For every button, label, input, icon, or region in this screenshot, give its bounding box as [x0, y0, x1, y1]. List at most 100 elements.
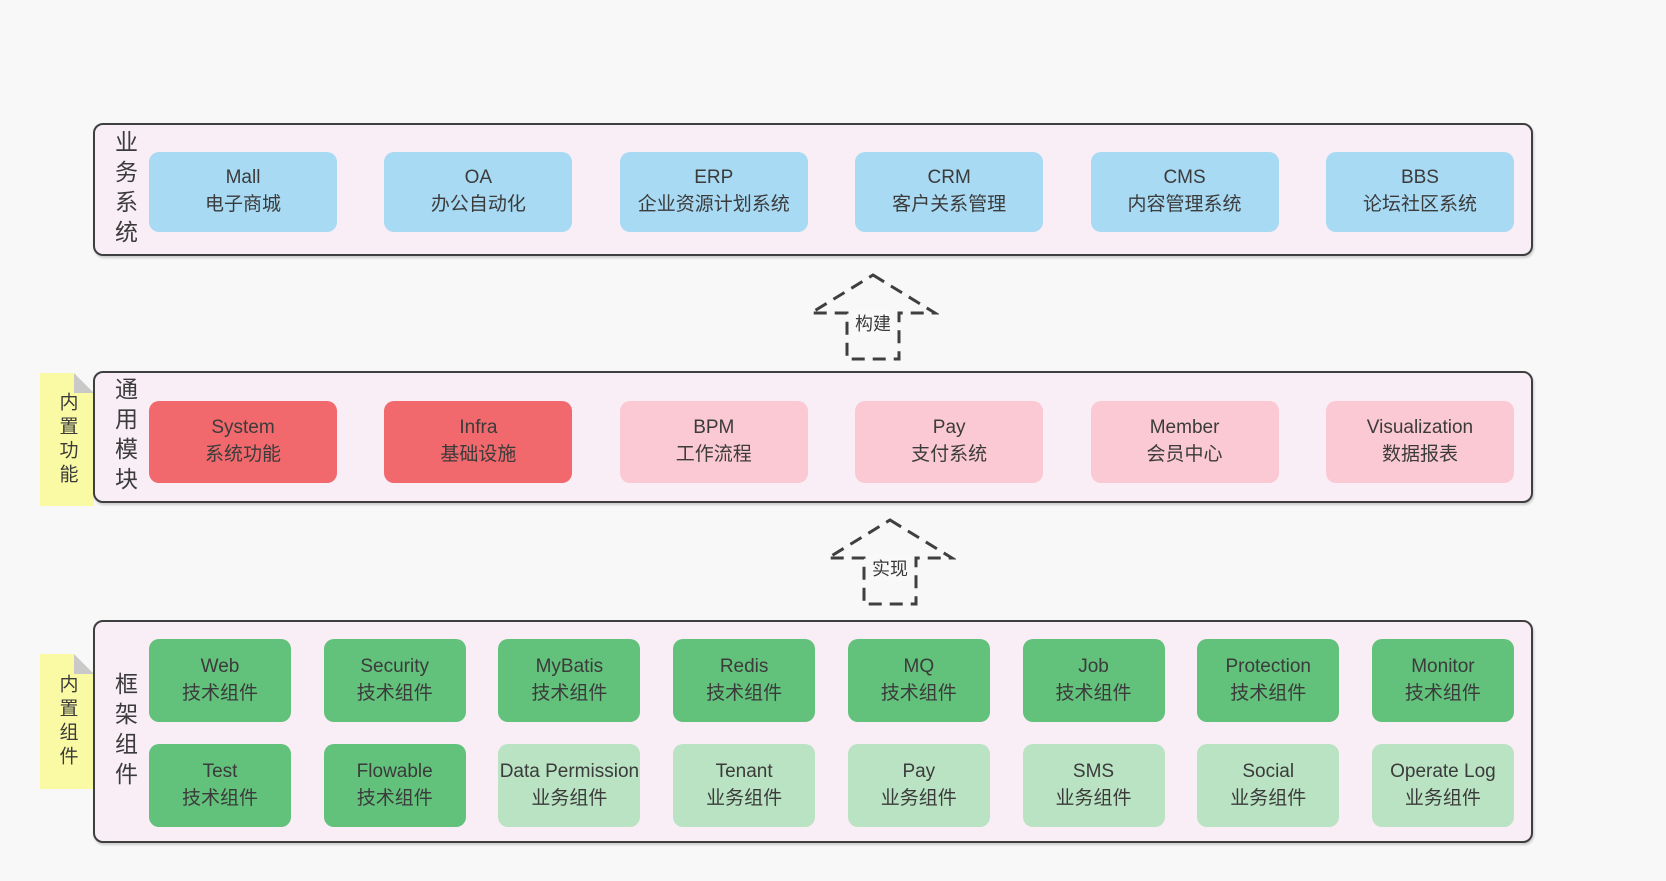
node-title: Monitor [1411, 655, 1475, 677]
node-subtitle: 技术组件 [356, 787, 433, 809]
node-subtitle: 论坛社区系统 [1362, 194, 1477, 215]
node-flowable: Flowable 技术组件 [323, 744, 466, 827]
node-oa: OA 办公自动化 [384, 152, 573, 232]
arrow-label: 构建 [853, 310, 893, 336]
node-title: BBS [1400, 167, 1439, 189]
node-subtitle: 办公自动化 [430, 194, 526, 215]
node-subtitle: 技术组件 [1404, 682, 1481, 704]
node-operate-log: Operate Log 业务组件 [1371, 744, 1514, 827]
components-row-1: Web 技术组件 Security 技术组件 MyBatis 技术组件 Redi… [149, 639, 1514, 722]
business-boxes-row: Mall 电子商城 OA 办公自动化 ERP 企业资源计划系统 CRM 客户关系… [149, 152, 1514, 232]
layer-label: 通用模块 [111, 377, 138, 497]
node-subtitle: 技术组件 [356, 682, 433, 704]
folded-corner-icon [74, 654, 94, 674]
node-title: Data Permission [499, 760, 640, 782]
node-title: Member [1149, 417, 1220, 439]
node-subtitle: 业务组件 [1055, 787, 1132, 809]
node-title: ERP [694, 167, 734, 189]
node-title: MQ [903, 655, 935, 677]
node-subtitle: 工作流程 [675, 444, 752, 465]
node-security: Security 技术组件 [323, 639, 466, 722]
node-bbs: BBS 论坛社区系统 [1325, 152, 1514, 232]
node-subtitle: 技术组件 [531, 682, 608, 704]
node-subtitle: 业务组件 [1404, 787, 1481, 809]
node-subtitle: 支付系统 [911, 444, 988, 465]
node-title: Social [1242, 760, 1295, 782]
node-cms: CMS 内容管理系统 [1090, 152, 1279, 232]
sticky-note-label: 内置功能 [56, 391, 78, 488]
node-title: CMS [1163, 167, 1206, 189]
node-system: System 系统功能 [149, 401, 337, 483]
node-pay-component: Pay 业务组件 [847, 744, 990, 827]
block-arrow-up-icon [805, 273, 941, 361]
node-title: Infra [459, 417, 498, 439]
node-subtitle: 企业资源计划系统 [637, 194, 790, 215]
node-title: MyBatis [535, 655, 604, 677]
node-protection: Protection 技术组件 [1197, 639, 1340, 722]
node-subtitle: 技术组件 [1055, 682, 1132, 704]
sticky-note-label: 内置组件 [56, 673, 78, 770]
node-test: Test 技术组件 [149, 744, 291, 827]
node-monitor: Monitor 技术组件 [1371, 639, 1514, 722]
node-title: System [211, 417, 275, 439]
node-title: BPM [693, 417, 735, 439]
node-subtitle: 系统功能 [204, 444, 281, 465]
layer-label-container: 业务系统 [103, 125, 145, 254]
node-title: OA [464, 167, 493, 189]
sticky-note-built-in-components: 内置组件 [40, 654, 94, 789]
node-subtitle: 技术组件 [181, 787, 258, 809]
node-subtitle: 业务组件 [880, 787, 957, 809]
node-title: Flowable [356, 760, 433, 782]
node-subtitle: 技术组件 [880, 682, 957, 704]
sticky-note-built-in-features: 内置功能 [40, 373, 94, 506]
node-subtitle: 业务组件 [1230, 787, 1307, 809]
node-title: CRM [927, 167, 971, 189]
node-subtitle: 内容管理系统 [1127, 194, 1242, 215]
node-pay-system: Pay 支付系统 [855, 401, 1044, 483]
module-boxes-row: System 系统功能 Infra 基础设施 BPM 工作流程 Pay 支付系统… [149, 401, 1514, 483]
layer-business-systems: 业务系统 Mall 电子商城 OA 办公自动化 ERP 企业资源计划系统 CRM… [93, 123, 1533, 256]
layer-common-modules: 通用模块 System 系统功能 Infra 基础设施 BPM 工作流程 Pay… [93, 371, 1533, 503]
layer-framework-components: 框架组件 Web 技术组件 Security 技术组件 MyBatis 技术组件… [93, 620, 1533, 843]
node-member: Member 会员中心 [1090, 401, 1279, 483]
node-bpm: BPM 工作流程 [619, 401, 808, 483]
layer-label: 业务系统 [111, 129, 138, 250]
node-erp: ERP 企业资源计划系统 [619, 152, 808, 232]
node-title: SMS [1072, 760, 1115, 782]
node-title: Security [360, 655, 430, 677]
node-social: Social 业务组件 [1197, 744, 1340, 827]
node-job: Job 技术组件 [1022, 639, 1165, 722]
node-infra: Infra 基础设施 [384, 401, 573, 483]
node-mall: Mall 电子商城 [149, 152, 337, 232]
node-title: Redis [719, 655, 769, 677]
node-subtitle: 电子商城 [204, 194, 281, 215]
layer-label-container: 通用模块 [103, 373, 145, 501]
node-data-permission: Data Permission 业务组件 [498, 744, 641, 827]
block-arrow-up-icon [822, 518, 958, 606]
node-title: Test [202, 760, 238, 782]
node-title: Pay [932, 417, 966, 439]
node-subtitle: 业务组件 [706, 787, 783, 809]
arrow-label: 实现 [870, 555, 910, 581]
node-title: Operate Log [1390, 760, 1496, 782]
arrow-up-build: 构建 [805, 273, 941, 361]
node-crm: CRM 客户关系管理 [855, 152, 1044, 232]
node-sms: SMS 业务组件 [1022, 744, 1165, 827]
layer-label-container: 框架组件 [103, 622, 145, 841]
node-subtitle: 会员中心 [1146, 444, 1223, 465]
node-subtitle: 技术组件 [706, 682, 783, 704]
layer-label: 框架组件 [111, 671, 138, 792]
node-title: Mall [225, 167, 261, 189]
node-title: Pay [902, 760, 936, 782]
node-subtitle: 业务组件 [531, 787, 608, 809]
node-mq: MQ 技术组件 [847, 639, 990, 722]
node-tenant: Tenant 业务组件 [673, 744, 816, 827]
node-title: Tenant [715, 760, 773, 782]
node-mybatis: MyBatis 技术组件 [498, 639, 641, 722]
node-subtitle: 技术组件 [181, 682, 258, 704]
node-subtitle: 基础设施 [440, 444, 517, 465]
node-subtitle: 客户关系管理 [892, 194, 1007, 215]
node-visualization: Visualization 数据报表 [1325, 401, 1514, 483]
node-title: Visualization [1366, 417, 1474, 439]
